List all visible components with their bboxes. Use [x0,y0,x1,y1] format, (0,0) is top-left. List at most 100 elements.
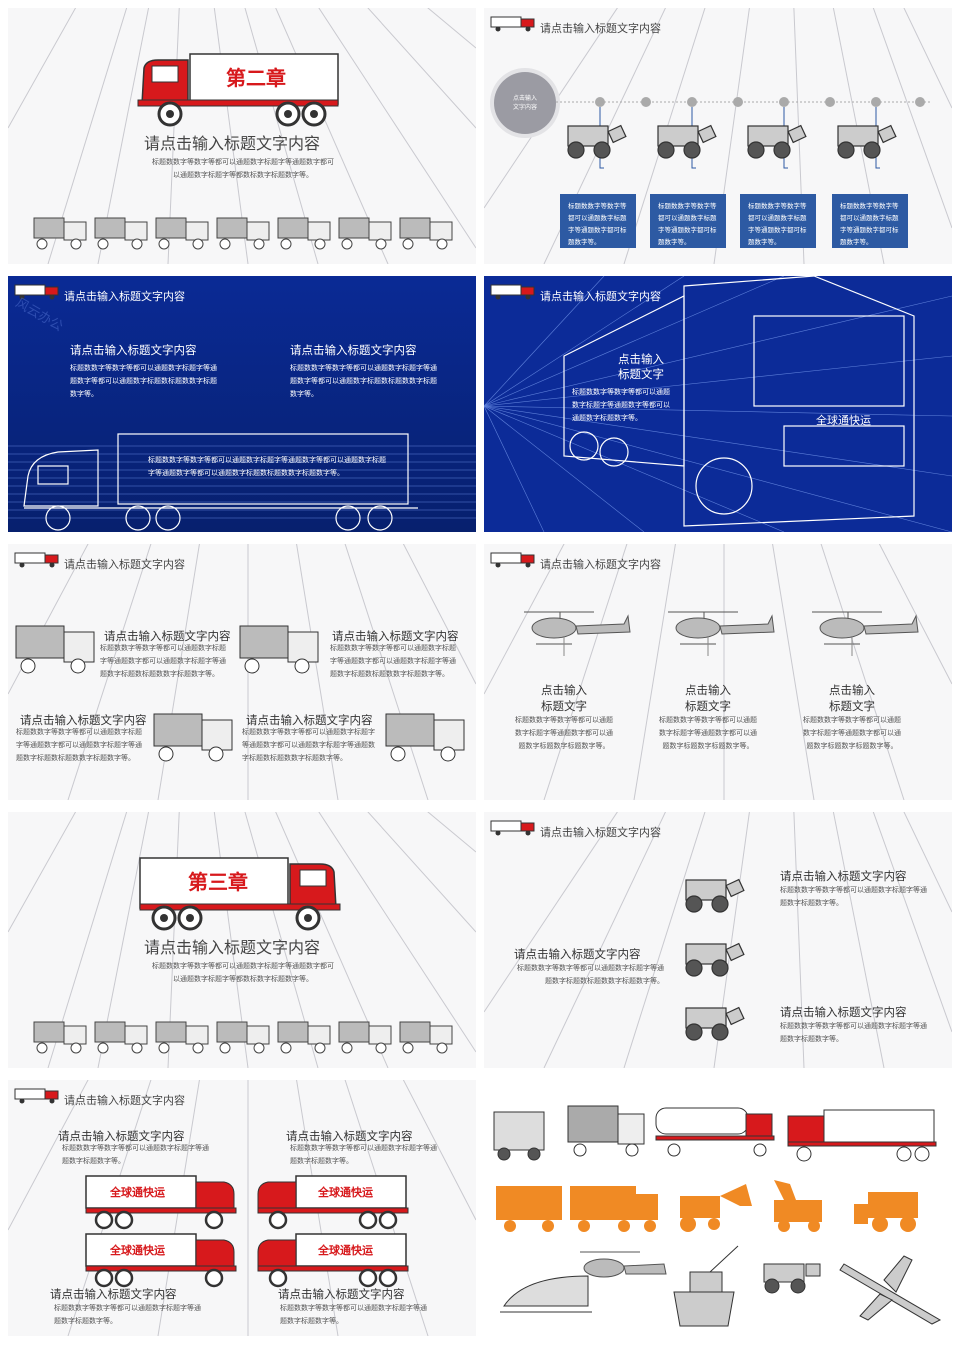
item-1-title[interactable]: 请点击输入标题文字内容 [104,629,231,643]
helicopter-icons [524,611,919,656]
truck-label[interactable]: 全球通快运 [816,414,871,427]
orange-trailer-truck-icon [496,1186,658,1232]
item-4-body[interactable]: 标题数数字等数字等都可以通题数字标题字等通题数字都可以通题数字标题字等通题数字标… [242,728,375,762]
header-title[interactable]: 请点击输入标题文字内容 [64,558,185,571]
train-icon [500,1275,592,1313]
radial-lines [8,8,476,264]
slide-body[interactable]: 标题数数字等数字等都可以通题数字标题字等通题数字都可 以通题数字标题字等都数标数… [128,960,358,986]
radial-lines [484,8,952,264]
header-truck-icon [14,1088,59,1104]
header-title[interactable]: 请点击输入标题文字内容 [64,290,185,303]
body-line-2: 以通题数字标题字等都数标数字标题数字等。 [173,171,313,179]
orange-bulldozer-icon [854,1192,918,1232]
slide-blue-perspective[interactable]: 请点击输入标题文字内容 点击输入 标题文字 标题数数字等数字等都可以通题数字标题… [484,276,952,532]
item-1-title-2: 标题文字 [541,699,587,713]
item-2-title[interactable]: 请点击输入标题文字内容 [286,1129,413,1143]
item-4-body[interactable]: 标题数数字等数字等都可以通题数字标题字等通题数字标题数字等。 [280,1304,427,1325]
bottom-title[interactable]: 请点击输入标题文字内容 [780,1005,907,1019]
slide-express-trucks[interactable]: 请点击输入标题文字内容 请点击输入标题文字内容 标题数数字等数字等都可以通题数字… [8,1080,476,1336]
slide-chapter-3[interactable]: 第三章 请点击输入标题文字内容 标题数数字等数字等都可以通题数字标题字等通题数字… [8,812,476,1068]
header-title[interactable]: 请点击输入标题文字内容 [540,290,661,303]
header-title[interactable]: 请点击输入标题文字内容 [540,22,661,35]
slide-title[interactable]: 点击输入 标题文字 [596,352,686,382]
tanker-truck-icon [655,1107,775,1157]
gray-truck-icon [15,625,95,674]
slide-timeline[interactable]: 请点击输入标题文字内容 点击输入 文字内容 标题数数字等数字等都可以通题数字标题… [484,8,952,264]
slide-body[interactable]: 标题数数字等数字等都可以通题数字标题字等通题数字都可 以通题数字标题字等都数标数… [128,156,358,182]
gray-truck-icons [33,1021,453,1054]
slide-vehicle-icons[interactable] [484,1080,952,1336]
header-title[interactable]: 请点击输入标题文字内容 [540,558,661,571]
left-title[interactable]: 请点击输入标题文字内容 [514,947,641,961]
body-line-1: 标题数数字等数字等都可以通题数字标题字等通题数字都可 [152,158,334,166]
slide-loaders[interactable]: 请点击输入标题文字内容 请点击输入标题文字内容 标题数数字等数字等都可以通题数字… [484,812,952,1068]
col2-body[interactable]: 标题数数字等数字等都可以通题数字标题字等通题数字等都可以通题数字标题数标题数数字… [290,364,437,398]
radial-lines [8,812,476,1068]
header-title[interactable]: 请点击输入标题文字内容 [540,826,661,839]
item-2-title[interactable]: 请点击输入标题文字内容 [332,629,459,643]
item-1-body[interactable]: 标题数数字等数字等都可以通题数字标题字等通题数字都可以通题数字标题字等通题数字标… [100,644,226,678]
body-line-1: 标题数数字等数字等都可以通题数字标题字等通题数字都可 [152,962,334,970]
item-3-body[interactable]: 标题数数字等数字等都可以通题数字标题字等通题数字标题数字等。 [54,1304,201,1325]
gray-truck-icon [153,713,233,762]
info-box-2[interactable]: 标题数数字等数字等都可以通题数字标题字等通题数字都可标题数字等。 [650,194,726,248]
truck-2-label: 全球通快运 [318,1186,373,1199]
left-body[interactable]: 标题数数字等数字等都可以通题数字标题字等通题数字标题数标题数数字标题数字等。 [517,964,664,985]
truck-4-label: 全球通快运 [318,1244,373,1257]
loader-icons [685,878,745,1041]
helicopter-icon [580,1251,667,1278]
truck-row [32,214,462,254]
truck-row [32,1018,462,1058]
radial-lines [484,812,952,1068]
slide-four-trucks[interactable]: 请点击输入标题文字内容 请点击输入标题文字内容 标题数数字等数字等都可以通题数字… [8,544,476,800]
item-1-title-1: 点击输入 [541,683,587,697]
item-2[interactable]: 点击输入 标题文字 标题数数字等数字等都可以通题数字标题字等通题数字都可以通题数… [656,682,760,753]
item-2-body[interactable]: 标题数数字等数字等都可以通题数字标题字等通题数字都可以通题数字标题字等通题数字标… [330,644,456,678]
trailer-text[interactable]: 标题数数字等数字等都可以通题数字标题字等通题数字等都可以通题数字标题字等通题数字… [148,456,386,477]
item-2-body[interactable]: 标题数数字等数字等都可以通题数字标题字等通题数字标题数字等。 [290,1144,437,1165]
header-truck-icon [490,820,535,836]
item-1-body[interactable]: 标题数数字等数字等都可以通题数字标题字等通题数字标题数字等。 [62,1144,209,1165]
header-truck-icon [490,284,535,300]
col1-body[interactable]: 标题数数字等数字等都可以通题数字标题字等通题数字等都可以通题数字标题数标题数数字… [70,364,217,398]
item-1[interactable]: 点击输入 标题文字 标题数数字等数字等都可以通题数字标题字等通题数字都可以通题数… [512,682,616,753]
item-4-title[interactable]: 请点击输入标题文字内容 [246,713,373,727]
radial-lines [484,544,952,800]
slide-chapter-2[interactable]: 第二章 请点击输入标题文字内容 标题数数字等数字等都可以通题数字标题字等通题数字… [8,8,476,264]
circle-label[interactable]: 点击输入 文字内容 [494,72,556,134]
bottom-body[interactable]: 标题数数字等数字等都可以通题数字标题字等通题数字标题数字等。 [780,1022,927,1043]
info-box-1[interactable]: 标题数数字等数字等都可以通题数字标题字等通题数字都可标题数字等。 [560,194,636,248]
item-1-title[interactable]: 请点击输入标题文字内容 [58,1129,185,1143]
gray-truck-icons [33,217,453,250]
top-title[interactable]: 请点击输入标题文字内容 [780,869,907,883]
chapter-label[interactable]: 第三章 [188,870,248,894]
header-truck-icon [490,552,535,568]
item-3-title[interactable]: 请点击输入标题文字内容 [20,713,147,727]
item-3[interactable]: 点击输入 标题文字 标题数数字等数字等都可以通题数字标题字等通题数字都可以通题数… [800,682,904,753]
header-title[interactable]: 请点击输入标题文字内容 [64,1094,185,1107]
header-truck-icon [490,16,535,32]
info-box-4[interactable]: 标题数数字等数字等都可以通题数字标题字等通题数字都可标题数字等。 [832,194,908,248]
slide-body[interactable]: 标题数数字等数字等都可以通题数字标题字等通题数字等都可以通题数字标题数字等。 [572,388,670,422]
item-3-title[interactable]: 请点击输入标题文字内容 [50,1287,177,1301]
header-truck-icon [14,284,59,300]
item-4-title[interactable]: 请点击输入标题文字内容 [278,1287,405,1301]
slide-title[interactable]: 请点击输入标题文字内容 [144,134,321,153]
top-body[interactable]: 标题数数字等数字等都可以通题数字标题字等通题数字标题数字等。 [780,886,927,907]
blue-perspective-bg [484,276,952,532]
gray-truck-icon [385,713,465,762]
red-truck-illustration [137,53,339,127]
loader-icons [567,124,897,159]
info-box-3[interactable]: 标题数数字等数字等都可以通题数字标题字等通题数字都可标题数字等。 [740,194,816,248]
item-3-body[interactable]: 标题数数字等数字等都可以通题数字标题字等通题数字都可以通题数字标题字等通题数字标… [16,728,142,762]
vehicle-icon-sheet [493,1105,942,1327]
col2-title[interactable]: 请点击输入标题文字内容 [290,343,417,357]
chapter-label[interactable]: 第二章 [226,66,286,90]
timeline-connector [556,97,930,169]
slide-helicopters[interactable]: 请点击输入标题文字内容 点击输入 标题文字 标题数数字等数字等都可以通题数字标题… [484,544,952,800]
slide-title[interactable]: 请点击输入标题文字内容 [144,938,321,957]
item-2-body: 标题数数字等数字等都可以通题数字标题字等通题数字都可以通题数字标题数字标题数字等… [659,716,757,750]
slide-blue-trailer[interactable]: 请点击输入标题文字内容 风云办公 请点击输入标题文字内容 标题数数字等数字等都可… [8,276,476,532]
col1-title[interactable]: 请点击输入标题文字内容 [70,343,197,357]
gray-truck-icon [239,625,319,674]
